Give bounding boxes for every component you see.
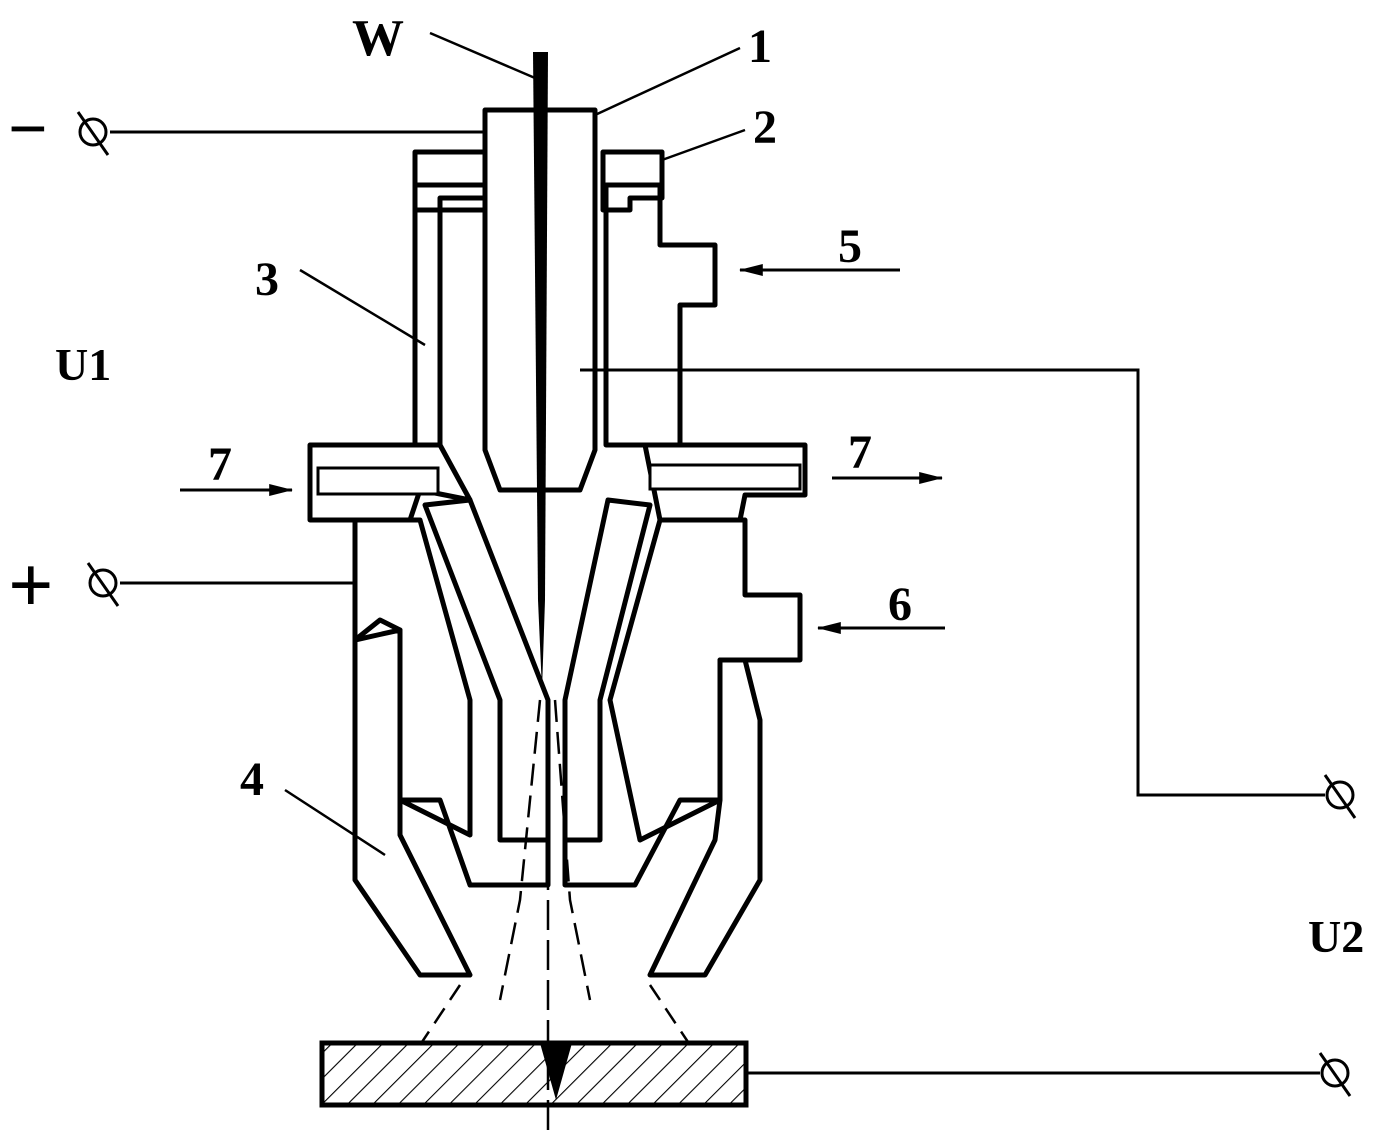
label-3: 3 [255,253,279,306]
label-7-left: 7 [208,438,232,491]
terminal-u2-lower-icon [1318,1052,1352,1097]
label-7-right: 7 [848,426,872,479]
plasma-jet [418,699,692,1137]
wires [110,31,1325,1075]
insulator-sleeve-4 [352,627,763,978]
label-w: W [352,10,404,67]
leader-2 [661,128,746,162]
label-u1: U1 [55,339,111,390]
leader-1 [594,46,741,117]
flow-arrows [180,264,945,634]
negative-sign: − [8,91,48,168]
terminal-positive-icon [86,562,120,607]
text-labels: W 1 2 3 4 5 6 7 7 U1 U2 − + [8,10,1364,962]
electrode-holder-1 [482,107,598,493]
label-1: 1 [748,20,772,73]
terminal-u2-upper-icon [1323,774,1357,819]
inner-nozzle [400,497,720,888]
label-4: 4 [240,753,264,806]
terminals [76,111,1357,1097]
tungsten-electrode [533,52,548,690]
label-6: 6 [888,578,912,631]
label-2: 2 [753,101,777,154]
nozzle-body [352,517,803,843]
u2-wire-upper [580,368,1325,797]
positive-sign: + [8,542,54,630]
workpiece [319,1040,749,1108]
terminal-negative-icon [76,111,110,156]
outer-body-upper [412,182,718,448]
leader-3 [299,268,426,347]
label-u2: U2 [1308,911,1364,962]
leader-4 [284,788,386,857]
flange-section [307,442,808,523]
label-5: 5 [838,220,862,273]
leader-w [429,31,536,80]
